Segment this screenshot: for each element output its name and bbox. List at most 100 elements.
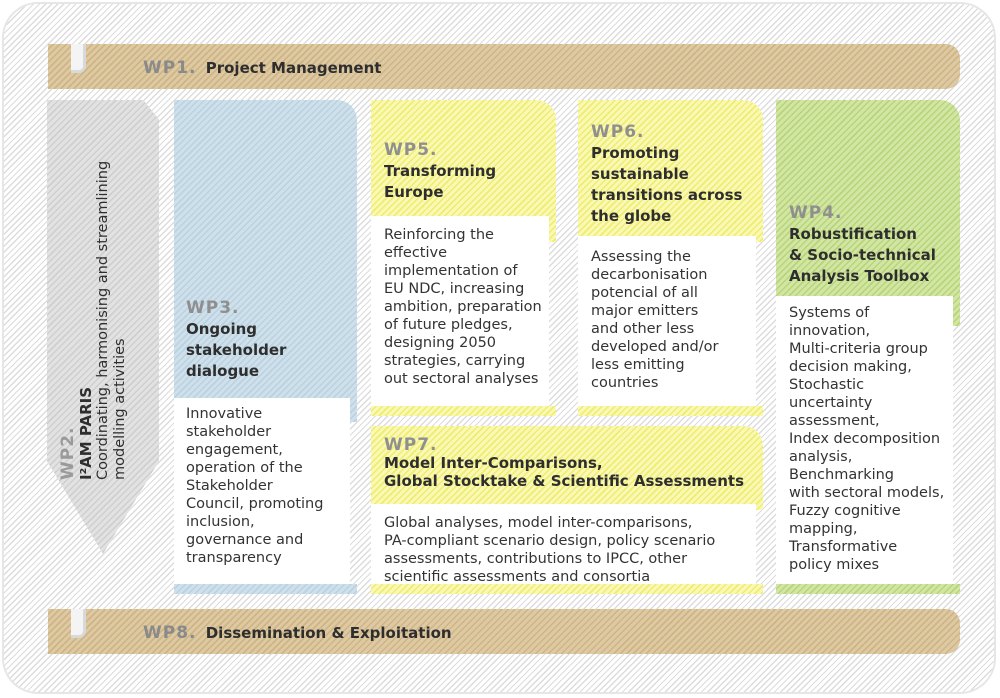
wp3-body-panel (174, 398, 350, 584)
wp4-bottom-strip (776, 584, 960, 594)
wp3-number: WP3. (186, 298, 240, 318)
wp5-body-line: designing 2050 (384, 335, 497, 351)
wp4-body-line: with sectoral models, (789, 485, 945, 501)
wp2-number: WP2. (58, 426, 78, 481)
wp7-body-line: Global analyses, model inter-comparisons… (384, 515, 693, 531)
wp6-body-line: developed and/or (591, 339, 719, 355)
wp3-box (174, 100, 357, 422)
wp6-title-line: the globe (591, 207, 672, 225)
wp8-bar: WP8. Dissemination & Exploitation (48, 609, 960, 654)
wp3-heading: WP3. Ongoing stakeholder dialogue (186, 298, 286, 382)
wp4-title-line: Robustification (789, 225, 917, 243)
wp7-body-line: PA-compliant scenario design, policy sce… (384, 533, 716, 549)
wp8-title: Dissemination & Exploitation (205, 624, 452, 642)
wp5-number: WP5. (384, 140, 438, 160)
wp6-title-line: sustainable (591, 165, 689, 183)
wp5-body-line: EU NDC, increasing (384, 281, 525, 297)
wp3-title-line: Ongoing (186, 320, 258, 338)
wp2-desc-line-1: Coordinating, harmonising and streamlini… (95, 160, 111, 480)
wp6-heading: WP6. Promoting sustainable transitions a… (591, 122, 742, 227)
wp4-body-line: mapping, (789, 521, 858, 537)
wp5-body-panel (371, 216, 549, 406)
wp8-number: WP8. (143, 623, 197, 643)
wp3-body-line: transparency (186, 550, 282, 566)
wp4-body-line: Systems of (789, 305, 870, 321)
wp5-heading: WP5. Transforming Europe (384, 140, 496, 203)
wp1-label: WP1. Project Management (143, 58, 381, 78)
wp3-bottom-strip (174, 584, 357, 594)
wp7-box (371, 426, 763, 510)
wp4-body-line: Benchmarking (789, 467, 895, 483)
wp6-body-line: less emitting (591, 357, 685, 373)
wp4-title-line: Analysis Toolbox (789, 267, 930, 285)
wp3-title-line: dialogue (186, 362, 260, 380)
wp2-desc-line-2: modelling activities (112, 338, 128, 480)
wp3-body-line: stakeholder (186, 424, 272, 440)
wp1-notch (64, 44, 86, 89)
wp6-body-line: and other less (591, 321, 695, 337)
wp8-label: WP8. Dissemination & Exploitation (143, 623, 452, 643)
wp7-heading: WP7. Model Inter-Comparisons, Global Sto… (384, 436, 744, 490)
wp4-title-line: & Socio-technical (789, 246, 936, 264)
wp3-body-line: Council, promoting (186, 496, 324, 512)
wp6-body-line: potencial of all (591, 285, 698, 301)
wp5-title-line: Transforming (384, 162, 497, 180)
wp7-bottom-strip (371, 584, 763, 594)
wp4-body-line: decision making, (789, 359, 912, 375)
wp7-title-line: Global Stocktake & Scientific Assessment… (384, 472, 744, 490)
wp6-title-line: transitions across (591, 186, 743, 204)
wp4-body-line: analysis, (789, 449, 853, 465)
wp7-number: WP7. (384, 435, 438, 455)
wp5-body-line: implementation of (384, 263, 518, 279)
wp4-box (776, 100, 960, 326)
wp5-body-line: strategies, carrying (384, 353, 526, 369)
wp4-body-line: policy mixes (789, 557, 880, 573)
wp5-body: Reinforcing the effective implementation… (384, 226, 542, 388)
wp6-title-line: Promoting (591, 144, 680, 162)
wp5-bottom-strip (371, 406, 556, 416)
wp6-body-line: countries (591, 375, 659, 391)
wp1-title: Project Management (205, 59, 382, 77)
wp4-body-line: Stochastic (789, 377, 865, 393)
wp4-body-line: uncertainty (789, 395, 873, 411)
wp3-body-line: operation of the (186, 460, 303, 476)
wp5-body-line: Reinforcing the (384, 227, 494, 243)
wp1-bar: WP1. Project Management (48, 44, 960, 89)
wp7-body-line: scientific assessments and consortia (384, 569, 651, 585)
wp5-title-line: Europe (384, 183, 444, 201)
wp2-name: I²AM PARIS (77, 386, 95, 480)
wp3-body-line: Innovative (186, 406, 263, 422)
wp3-body-line: engagement, (186, 442, 283, 458)
wp6-body-line: decarbonisation (591, 267, 708, 283)
wp7-title-line: Model Inter-Comparisons, (384, 454, 603, 472)
wp4-body-line: Fuzzy cognitive (789, 503, 901, 519)
wp6-body: Assessing the decarbonisation potencial … (591, 248, 718, 392)
wp3-body-line: governance and (186, 532, 304, 548)
wp7-body: Global analyses, model inter-comparisons… (384, 514, 715, 586)
wp6-body-line: major emitters (591, 303, 699, 319)
wp6-bottom-strip (578, 406, 763, 416)
wp4-body-line: Multi-criteria group (789, 341, 928, 357)
wp4-body-panel (776, 296, 953, 584)
wp4-body-line: innovation, (789, 323, 871, 339)
wp5-body-line: of future pledges, (384, 317, 513, 333)
wp3-body-line: Stakeholder (186, 478, 273, 494)
wp3-body: Innovative stakeholder engagement, opera… (186, 405, 323, 567)
wp4-body-line: Transformative (789, 539, 898, 555)
wp4-body-line: Index decomposition (789, 431, 941, 447)
wp1-number: WP1. (143, 58, 197, 78)
wp5-body-line: ambition, preparation (384, 299, 542, 315)
wp4-body: Systems of innovation, Multi-criteria gr… (789, 304, 944, 574)
wp6-box (578, 100, 763, 242)
wp5-body-line: effective (384, 245, 448, 261)
wp3-body-line: inclusion, (186, 514, 255, 530)
wp4-heading: WP4. Robustification & Socio-technical A… (789, 203, 936, 287)
wp3-title-line: stakeholder (186, 341, 287, 359)
wp7-body-panel (371, 504, 756, 584)
wp2-arrow (47, 100, 159, 554)
wp6-body-panel (578, 236, 756, 406)
wp8-notch (64, 609, 86, 654)
wp6-body-line: Assessing the (591, 249, 691, 265)
wp4-body-line: assessment, (789, 413, 880, 429)
wp6-number: WP6. (591, 122, 645, 142)
